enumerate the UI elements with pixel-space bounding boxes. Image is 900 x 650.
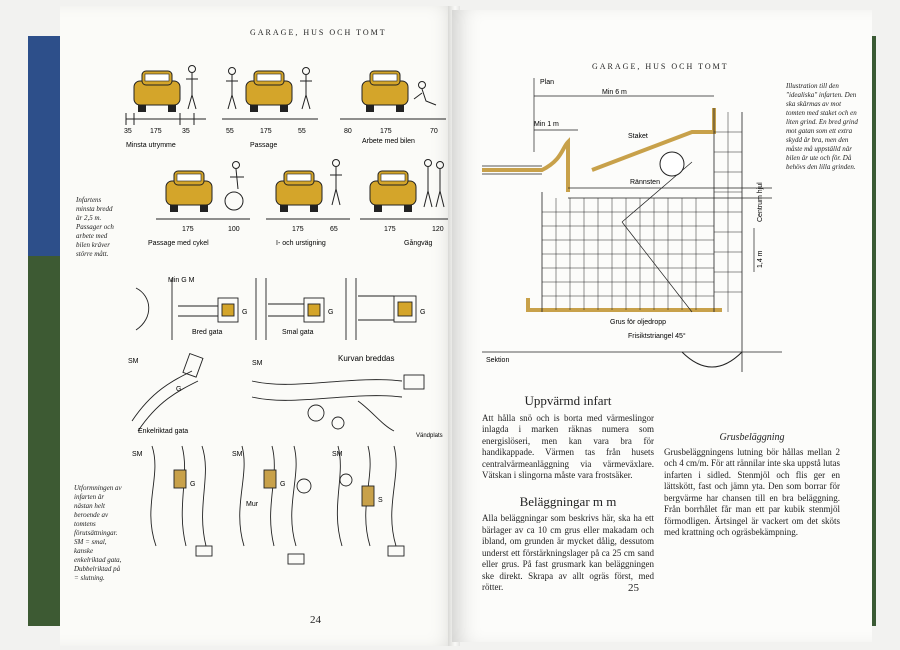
plan-label: Kurvan breddas — [338, 354, 394, 363]
driveway-plan-illustration: Plan Min 6 m Min 1 m Staket Rännsten Cen… — [482, 78, 782, 372]
drawing-label: Plan — [540, 79, 554, 86]
drawing-label: Centrum hjul — [757, 182, 764, 222]
plan-label: Enkelriktad gata — [138, 428, 188, 435]
dim-label: 70 — [430, 128, 438, 135]
page-number-left: 24 — [310, 614, 321, 626]
driveway-plan-diagrams: Min G M G Bred gata G Smal gata G — [135, 277, 425, 340]
plan-label: SM — [332, 451, 343, 458]
drawing-label: Staket — [628, 133, 648, 140]
drawing-label: 1,4 m — [757, 250, 764, 268]
dim-label: 175 — [380, 128, 392, 135]
person-figure — [226, 67, 312, 110]
car-illustration — [133, 70, 181, 112]
diagram-caption: Arbete med bilen — [362, 138, 415, 145]
text-column-left: Uppvärmd infart Att hålla snö och is bor… — [482, 393, 654, 594]
drawing-label: Min 6 m — [602, 89, 627, 96]
plan-label: G — [328, 309, 333, 316]
paving-grid — [542, 112, 742, 312]
plan-label: G — [242, 309, 247, 316]
drawing-label: Frisiktstriangel 45° — [628, 332, 686, 340]
section-body: Alla beläggningar som beskrivs här, ska … — [482, 513, 654, 592]
dim-label: 55 — [298, 128, 306, 135]
text-column-right: Grusbeläggning Grusbeläggningens lutning… — [664, 382, 840, 539]
diagram-caption: Passage — [250, 142, 277, 149]
plan-label: Vändplats — [416, 433, 443, 439]
people-figures — [423, 159, 445, 208]
car-illustration — [369, 170, 417, 212]
drawing-label: Rännsten — [630, 179, 660, 186]
section-body: Grusbeläggningens lutning bör hållas mel… — [664, 446, 840, 538]
side-note-layout: Utformningen av infarten är nästan helt … — [74, 484, 122, 582]
plan-label: Smal gata — [282, 329, 314, 336]
dim-label: 65 — [330, 226, 338, 233]
drawing-label: Min 1 m — [534, 121, 559, 128]
car-illustration — [361, 70, 409, 112]
plan-label: G — [190, 481, 195, 488]
section-heading-italic: Grusbeläggning — [719, 432, 785, 443]
plan-label: Bred gata — [192, 329, 222, 336]
dim-label: 100 — [228, 226, 240, 233]
plan-label: SM — [232, 451, 243, 458]
plan-label: Mur — [246, 501, 259, 508]
plan-label: G — [420, 309, 425, 316]
drawing-label: Sektion — [486, 357, 509, 364]
diagram-caption: Gångväg — [404, 239, 433, 247]
person-figure — [330, 159, 342, 206]
person-figure — [186, 65, 198, 110]
plan-label: SM — [128, 358, 139, 365]
dim-label: 175 — [150, 128, 162, 135]
right-page: Garage, hus och tomt Plan Min 6 m Min 1 … — [452, 10, 872, 642]
plan-label: S — [378, 497, 383, 504]
car-clearance-diagrams-row1: 35 175 35 Minsta utrymme 55 175 55 Passa… — [124, 65, 446, 149]
curved-driveway-diagrams: SM G Enkelriktad gata Kurvan breddas SM … — [128, 352, 443, 439]
plan-label: G — [176, 386, 181, 393]
dim-label: 175 — [384, 226, 396, 233]
drawing-label: Grus för oljedropp — [610, 319, 666, 326]
dim-label: 175 — [260, 128, 272, 135]
running-head-left: Garage, hus och tomt — [250, 28, 387, 37]
car-illustration — [245, 70, 293, 112]
plan-label: SM — [132, 451, 143, 458]
diagram-caption: I- och urstigning — [276, 240, 326, 247]
page-number-right: 25 — [628, 582, 639, 594]
dim-label: 55 — [226, 128, 234, 135]
running-head-right: Garage, hus och tomt — [592, 62, 729, 71]
dim-label: 120 — [432, 226, 444, 233]
dim-label: 175 — [182, 226, 194, 233]
dim-label: 80 — [344, 128, 352, 135]
car-illustration — [165, 170, 213, 212]
cyclist-figure — [224, 161, 244, 211]
sloped-driveway-diagrams: SM G SM Mur G SM S — [132, 445, 405, 565]
person-figure — [413, 81, 437, 106]
section-heading: Uppvärmd infart — [524, 393, 612, 408]
dim-label: 175 — [292, 226, 304, 233]
car-illustration — [275, 170, 323, 212]
plan-label: SM — [252, 360, 263, 367]
section-body: Att hålla snö och is borta med värmeslin… — [482, 412, 654, 481]
plan-label: Min G M — [168, 277, 195, 284]
left-page: Garage, hus och tomt Infartens minsta br… — [60, 6, 460, 646]
illustration-caption: Illustration till den "idealiska" infart… — [786, 82, 858, 171]
plan-label: G — [280, 481, 285, 488]
diagram-caption: Minsta utrymme — [126, 142, 176, 149]
car-clearance-diagrams-row2: 175 100 Passage med cykel 175 65 I- och … — [148, 159, 452, 247]
diagram-caption: Passage med cykel — [148, 240, 209, 247]
side-note-width: Infartens minsta bredd är 2,5 m. Passage… — [76, 196, 114, 258]
dim-label: 35 — [182, 128, 190, 135]
section-heading: Beläggningar m m — [519, 493, 617, 509]
dim-label: 35 — [124, 128, 132, 135]
